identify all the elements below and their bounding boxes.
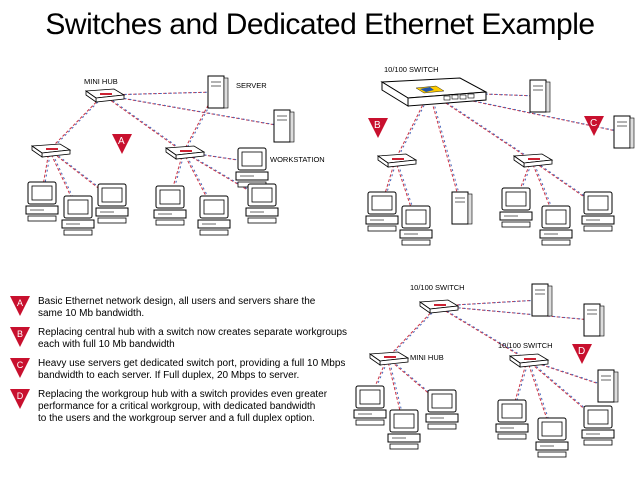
cable-line (368, 357, 388, 401)
cable-line (50, 94, 106, 151)
cable-line (438, 305, 530, 361)
cable-line (388, 357, 444, 405)
server-label: SERVER (236, 81, 267, 90)
switch-icon (419, 299, 459, 314)
legend-letter: C (17, 360, 24, 370)
server-icon (531, 283, 553, 317)
workstation-icon (581, 191, 615, 232)
workstation-icon (387, 409, 421, 450)
cable-line (530, 159, 556, 221)
workstation-icon (539, 205, 573, 246)
mini-hub-label: MINI HUB (84, 77, 118, 86)
switch-icon (381, 77, 487, 107)
cable-line (438, 305, 593, 321)
legend-text: Heavy use servers get dedicated switch p… (38, 358, 346, 381)
legend: A Basic Ethernet network design, all use… (8, 294, 368, 424)
marker-b-icon: B (10, 327, 30, 347)
marker-d-icon: D (10, 389, 30, 409)
marker-c-letter: C (590, 118, 597, 129)
marker-a-letter: A (118, 136, 125, 147)
legend-item-d: D Replacing the workgroup hub with a swi… (8, 387, 368, 424)
cable-line (48, 94, 104, 151)
marker-b-letter: B (374, 120, 381, 131)
cable-line (430, 91, 462, 201)
hub-icon (31, 143, 71, 158)
cable-line (532, 159, 600, 207)
hub-icon (513, 153, 553, 168)
cable-line (103, 94, 282, 127)
legend-item-a: A Basic Ethernet network design, all use… (8, 294, 368, 325)
cable-line (104, 94, 186, 153)
cable-line (430, 91, 539, 97)
cable-line (436, 305, 528, 361)
workstation-icon (245, 183, 279, 224)
legend-text: Replacing central hub with a switch now … (38, 327, 348, 350)
legend-letter: D (17, 391, 24, 401)
legend-text: Basic Ethernet network design, all users… (38, 296, 316, 319)
cable-line (40, 149, 50, 197)
hub-icon (377, 153, 417, 168)
workstation-icon (197, 195, 231, 236)
workstation-icon (499, 187, 533, 228)
legend-item-c: C Heavy use servers get dedicated switch… (8, 356, 368, 387)
cable-line (386, 305, 438, 359)
workstation-label: WORKSTATION (270, 155, 325, 164)
workstation-icon (581, 405, 615, 446)
server-icon (583, 303, 605, 337)
switch-top-label: 10/100 SWITCH (384, 65, 439, 74)
cable-line (396, 159, 418, 221)
cable-line (103, 91, 216, 96)
cable-line (438, 299, 541, 307)
workstation-icon (153, 185, 187, 226)
workstation-icon (495, 399, 529, 440)
hub-icon (369, 351, 409, 366)
cable-line (526, 359, 552, 433)
cable-line (184, 151, 216, 211)
cable-line (428, 91, 460, 201)
marker-c-icon: C (10, 358, 30, 378)
workstation-icon (95, 183, 129, 224)
cable-line (102, 94, 184, 153)
workstation-icon (399, 205, 433, 246)
switch-bottom2-label: 10/100 SWITCH (498, 341, 553, 350)
marker-d-letter: D (578, 346, 585, 357)
cable-line (182, 151, 214, 211)
server-icon (529, 79, 551, 113)
workstation-icon (365, 191, 399, 232)
server-icon (451, 191, 473, 225)
workstation-icon (535, 417, 569, 458)
cable-line (386, 357, 442, 405)
cable-line (527, 359, 606, 387)
legend-letter: A (17, 298, 23, 308)
marker-a-icon: A (10, 296, 30, 316)
server-icon (597, 369, 619, 403)
cable-line (104, 94, 283, 127)
switch-bottom-label: 10/100 SWITCH (410, 283, 465, 292)
server-icon (207, 75, 229, 109)
server-icon (273, 109, 295, 143)
workstation-icon (25, 181, 59, 222)
page-title: Switches and Dedicated Ethernet Example (45, 8, 595, 41)
mini-hub-bottom-label: MINI HUB (410, 353, 444, 362)
legend-letter: B (17, 329, 23, 339)
legend-item-b: B Replacing central hub with a switch no… (8, 325, 368, 356)
workstation-icon (61, 195, 95, 236)
hub-icon (165, 145, 205, 160)
cable-line (532, 159, 558, 221)
cable-line (388, 305, 440, 359)
cable-line (429, 91, 538, 97)
server-icon (613, 115, 635, 149)
legend-text: Replacing the workgroup hub with a switc… (38, 389, 328, 424)
hub-icon (85, 88, 125, 103)
cable-line (104, 91, 217, 96)
workstation-icon (425, 389, 459, 430)
cable-line (528, 359, 607, 387)
workstation-icon (235, 147, 269, 188)
